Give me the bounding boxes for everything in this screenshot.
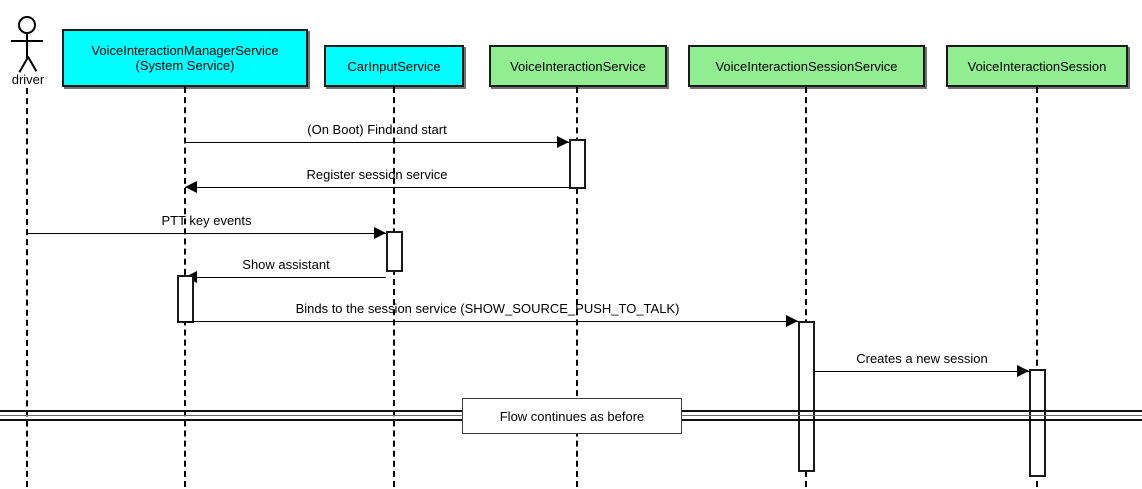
message-label-ptt-key-events: PTT key events [161, 213, 252, 228]
lifeline-voiceinteractionservice [576, 87, 578, 487]
message-label-show-assistant: Show assistant [242, 257, 330, 272]
participant-voiceinteractionsession[interactable]: VoiceInteractionSession [946, 45, 1128, 87]
participant-voiceinteractionmanagerservice[interactable]: VoiceInteractionManagerService (System S… [62, 29, 308, 87]
actor-body-icon [26, 34, 28, 58]
participant-label-line1: VoiceInteractionManagerService [91, 43, 279, 58]
actor-arms-icon [11, 40, 43, 42]
lifeline-carinputservice [393, 87, 395, 487]
participant-voiceinteractionsessionservice[interactable]: VoiceInteractionSessionService [688, 45, 925, 87]
participant-carinputservice[interactable]: CarInputService [324, 45, 464, 87]
divider-note-flow-continues: Flow continues as before [462, 398, 682, 434]
actor-leg-left-icon [18, 57, 29, 73]
activation-bar-voiceinteractionservice [569, 139, 586, 189]
participant-voiceinteractionservice[interactable]: VoiceInteractionService [489, 45, 667, 87]
message-label-on-boot-find-and-start: (On Boot) Find and start [307, 122, 447, 137]
activation-bar-carinputservice [386, 231, 403, 272]
participant-label: CarInputService [347, 58, 441, 74]
participant-label: VoiceInteractionSessionService [715, 58, 898, 74]
activation-bar-voiceinteractionmanagerservice [177, 275, 194, 323]
activation-bar-voiceinteractionsessionservice [798, 321, 815, 472]
message-arrowhead-ptt-key-events [374, 227, 386, 239]
message-line-show-assistant [185, 277, 386, 278]
lifeline-driver [26, 88, 28, 487]
message-line-register-session-service [185, 187, 569, 188]
lifeline-voiceinteractionsession [1036, 87, 1038, 487]
message-arrowhead-creates-a-new-session [1017, 365, 1029, 377]
actor-label: driver [11, 72, 45, 87]
participant-label: VoiceInteractionSession [967, 58, 1107, 74]
message-line-binds-to-the-session-service [177, 321, 798, 322]
participant-label: VoiceInteractionService [510, 58, 646, 74]
message-arrowhead-binds-to-the-session-service [786, 315, 798, 327]
activation-bar-voiceinteractionsession [1029, 369, 1046, 477]
message-line-ptt-key-events [27, 233, 386, 234]
message-label-binds-to-the-session-service: Binds to the session service (SHOW_SOURC… [295, 301, 680, 316]
message-line-creates-a-new-session [815, 371, 1029, 372]
message-label-register-session-service: Register session service [306, 167, 448, 182]
actor-head-icon [18, 16, 36, 34]
message-label-creates-a-new-session: Creates a new session [856, 351, 988, 366]
message-arrowhead-register-session-service [185, 181, 197, 193]
message-arrowhead-on-boot-find-and-start [557, 136, 569, 148]
participant-label-line2: (System Service) [135, 58, 235, 73]
actor-leg-right-icon [27, 56, 38, 72]
lifeline-voiceinteractionsessionservice [805, 87, 807, 487]
message-line-on-boot-find-and-start [185, 142, 569, 143]
